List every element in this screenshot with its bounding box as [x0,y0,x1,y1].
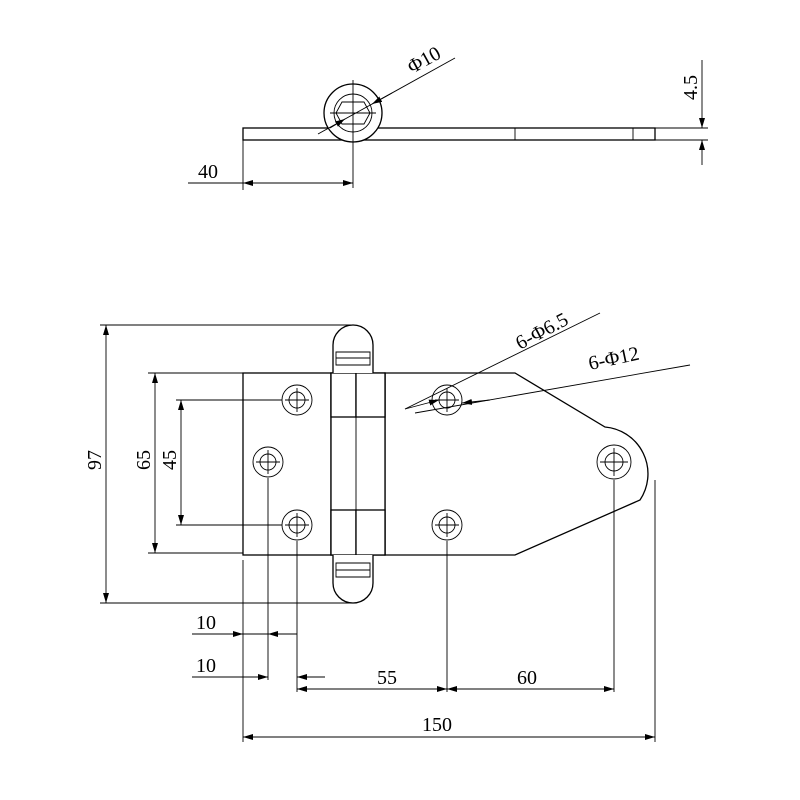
dim-55-label: 55 [377,667,397,689]
holes-small-label: 6-Φ6.5 [512,309,572,355]
hole [252,446,284,478]
leader-arrow [461,398,491,405]
dim-10-b-label: 10 [196,655,216,677]
knuckle-segment [330,372,357,418]
holes-large-label: 6-Φ12 [586,343,641,375]
hex-nut-top [335,351,371,366]
knuckle-segment [330,509,357,556]
leader-12 [414,364,691,414]
height-97-label: 97 [84,450,106,470]
top-view: Φ10 4.5 40 [188,42,708,190]
dia-arrow [329,118,346,129]
offset-40-label: 40 [198,161,218,183]
hole [281,384,313,416]
dim-10-a-label: 10 [196,612,216,634]
front-view: 6-Φ6.5 6-Φ12 97 65 45 10 10 [84,309,691,742]
hole [431,384,463,416]
pin-cap-bottom [332,555,374,604]
height-65-label: 65 [133,450,155,470]
height-45-label: 45 [159,450,181,470]
right-leaf [384,372,649,556]
thickness-label: 4.5 [680,75,702,100]
hole [281,509,313,541]
hinge-strip-side [242,127,656,141]
leader-6-5 [404,312,601,410]
dim-60-label: 60 [517,667,537,689]
dia-10-label: Φ10 [404,42,445,78]
dia-arrow [371,92,393,105]
hole [431,509,463,541]
pin-cap-top [332,324,374,373]
knuckle-segment [355,509,386,556]
hex-nut-bottom [335,562,371,578]
knuckle-segment [355,372,386,418]
dim-150-label: 150 [422,714,452,736]
leader-arrow [404,399,440,410]
hole [596,444,632,480]
